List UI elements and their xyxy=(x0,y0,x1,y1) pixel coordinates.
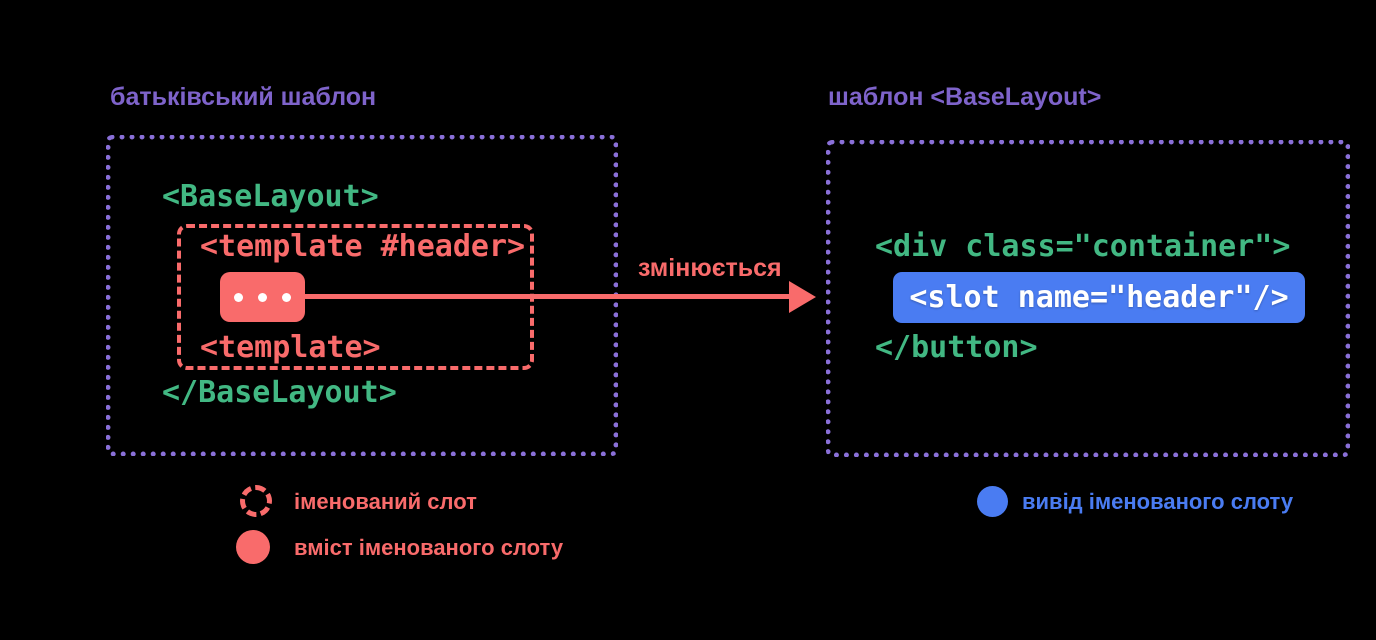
code-template-header-open: <template #header> xyxy=(200,229,526,264)
filled-circle-icon xyxy=(236,530,270,564)
code-baselayout-open: <BaseLayout> xyxy=(162,179,379,214)
code-div-container-open: <div class="container"> xyxy=(875,229,1291,264)
slot-output-rect: <slot name="header"/> xyxy=(893,272,1305,323)
change-arrow-line xyxy=(303,294,791,299)
arrow-label: змінюється xyxy=(638,254,782,282)
ellipsis-dot-icon xyxy=(282,292,291,302)
change-arrow-head-icon xyxy=(789,281,816,313)
ellipsis-dot-icon xyxy=(258,292,267,302)
code-slot-tag: <slot name="header"/> xyxy=(909,279,1289,315)
ellipsis-dot-icon xyxy=(234,292,243,302)
baselayout-template-box xyxy=(826,140,1350,457)
legend-named-slot-label: іменований слот xyxy=(294,489,477,514)
legend-slot-content-label: вміст іменованого слоту xyxy=(294,535,564,560)
code-button-close: </button> xyxy=(875,330,1038,365)
dashed-circle-icon xyxy=(240,485,272,517)
code-template-close: <template> xyxy=(200,330,381,365)
right-panel-title: шаблон <BaseLayout> xyxy=(828,83,1102,111)
legend-slot-output-label: вивід іменованого слоту xyxy=(1022,489,1294,514)
left-panel-title: батьківський шаблон xyxy=(110,83,377,111)
slot-content-rect xyxy=(220,272,305,322)
filled-circle-icon xyxy=(977,486,1008,517)
code-baselayout-close: </BaseLayout> xyxy=(162,375,397,410)
